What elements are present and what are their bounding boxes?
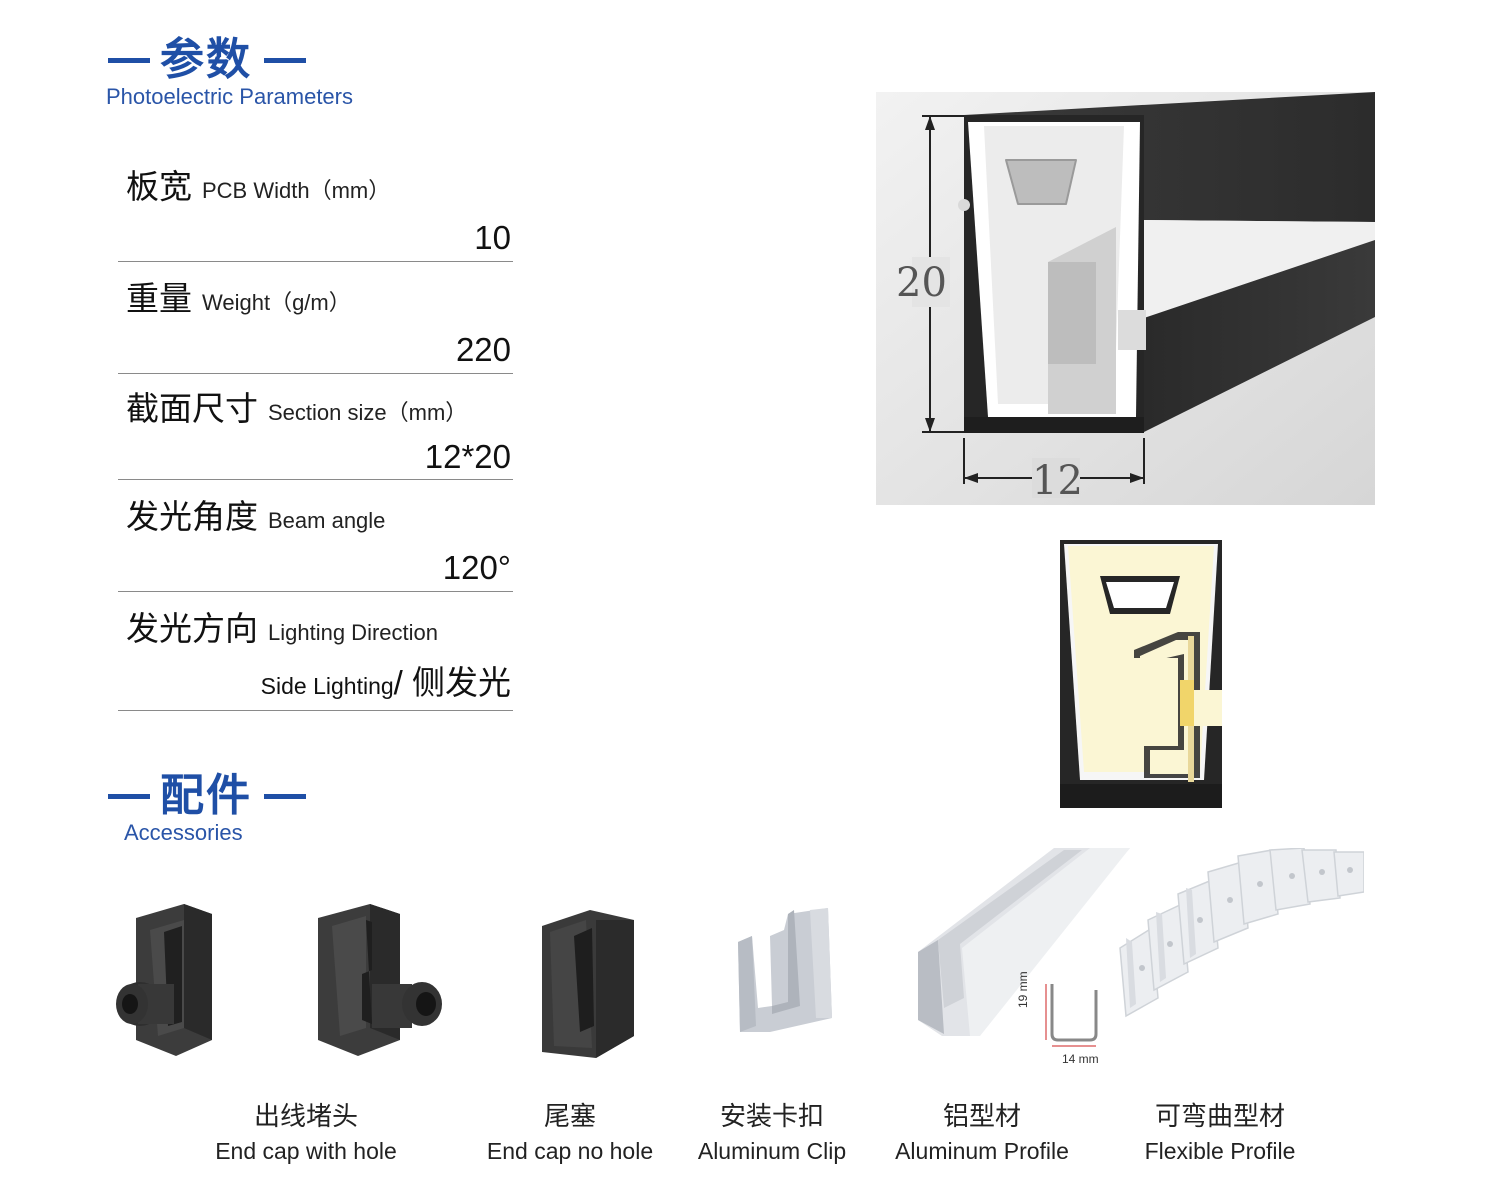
accessories-title-cn: 配件 xyxy=(160,770,252,821)
param-label-cn: 重量 xyxy=(126,279,192,318)
param-label-en: Section size（mm） xyxy=(268,400,468,425)
param-value-sep: / xyxy=(393,664,412,701)
accessory-label-en: End cap with hole xyxy=(215,1138,397,1164)
param-label-cn: 截面尺寸 xyxy=(126,389,258,428)
dimension-width-label: 12 xyxy=(1032,458,1083,504)
aluminum-clip-image xyxy=(736,906,836,1034)
accessory-label-cn: 安装卡扣 xyxy=(719,1102,824,1132)
accessory-label-cn: 出线堵头 xyxy=(253,1102,358,1132)
heading-dash-left xyxy=(108,793,150,799)
param-label-en: PCB Width（mm） xyxy=(202,178,391,203)
heading-dash-right xyxy=(264,57,306,63)
param-label-cn: 板宽 xyxy=(126,167,192,206)
param-label-cn: 发光角度 xyxy=(126,497,258,536)
param-weight: 重量 Weight（g/m） 220 xyxy=(118,262,513,374)
param-label-en: Beam angle xyxy=(268,508,386,533)
accessory-label-en: End cap no hole xyxy=(486,1138,654,1164)
param-value-en: Side Lighting xyxy=(260,673,394,699)
param-pcb-width: 板宽 PCB Width（mm） 10 xyxy=(118,150,513,262)
profile-height-label: 19 mm xyxy=(1016,971,1030,1008)
heading-dash-left xyxy=(108,57,150,63)
profile-width-label: 14 mm xyxy=(1062,1052,1099,1066)
param-label-en: Lighting Direction xyxy=(268,620,438,645)
accessory-label-cn: 尾塞 xyxy=(543,1102,596,1132)
param-value: 120° xyxy=(442,549,511,586)
param-section-size: 截面尺寸 Section size（mm） 12*20 xyxy=(118,374,513,480)
cross-section-illustration xyxy=(1060,540,1222,808)
params-title-en: Photoelectric Parameters xyxy=(106,84,353,109)
flexible-profile-image xyxy=(1112,847,1365,1020)
param-label-en: Weight（g/m） xyxy=(202,290,351,315)
accessory-label-en: Flexible Profile xyxy=(1144,1138,1296,1164)
accessory-label-en: Aluminum Clip xyxy=(697,1138,847,1164)
dimension-height-label: 20 xyxy=(896,260,947,306)
accessory-label-cn: 铝型材 xyxy=(942,1102,1021,1132)
accessories-title-en: Accessories xyxy=(124,820,243,845)
accessories-section-heading: 配件 Accessories xyxy=(108,772,306,846)
profile-dimension-diagram xyxy=(1045,984,1098,1047)
end-cap-with-hole-image xyxy=(110,900,450,1060)
param-lighting-direction: 发光方向 Lighting Direction Side Lighting/ 侧发… xyxy=(118,592,513,711)
param-label-cn: 发光方向 xyxy=(126,609,258,648)
param-beam-angle: 发光角度 Beam angle 120° xyxy=(118,480,513,592)
param-value: Side Lighting/ 侧发光 xyxy=(118,656,513,710)
parameter-list: 板宽 PCB Width（mm） 10 重量 Weight（g/m） 220 截面尺… xyxy=(118,150,513,711)
params-title-cn: 参数 xyxy=(160,34,252,85)
param-value: 220 xyxy=(455,331,511,368)
param-value-cn: 侧发光 xyxy=(412,664,511,701)
accessory-label-en: Aluminum Profile xyxy=(895,1138,1069,1164)
product-3d-render: 20 12 xyxy=(876,92,1375,505)
param-value: 10 xyxy=(474,219,511,256)
params-section-heading: 参数 Photoelectric Parameters xyxy=(106,34,353,110)
end-cap-no-hole-image xyxy=(530,906,640,1062)
product-3d-illustration xyxy=(876,92,1375,505)
aluminum-profile-image: 19 mm 14 mm xyxy=(914,848,1130,1066)
heading-dash-right xyxy=(264,793,306,799)
param-value: 12*20 xyxy=(424,438,511,475)
accessory-label-cn: 可弯曲型材 xyxy=(1154,1102,1285,1132)
